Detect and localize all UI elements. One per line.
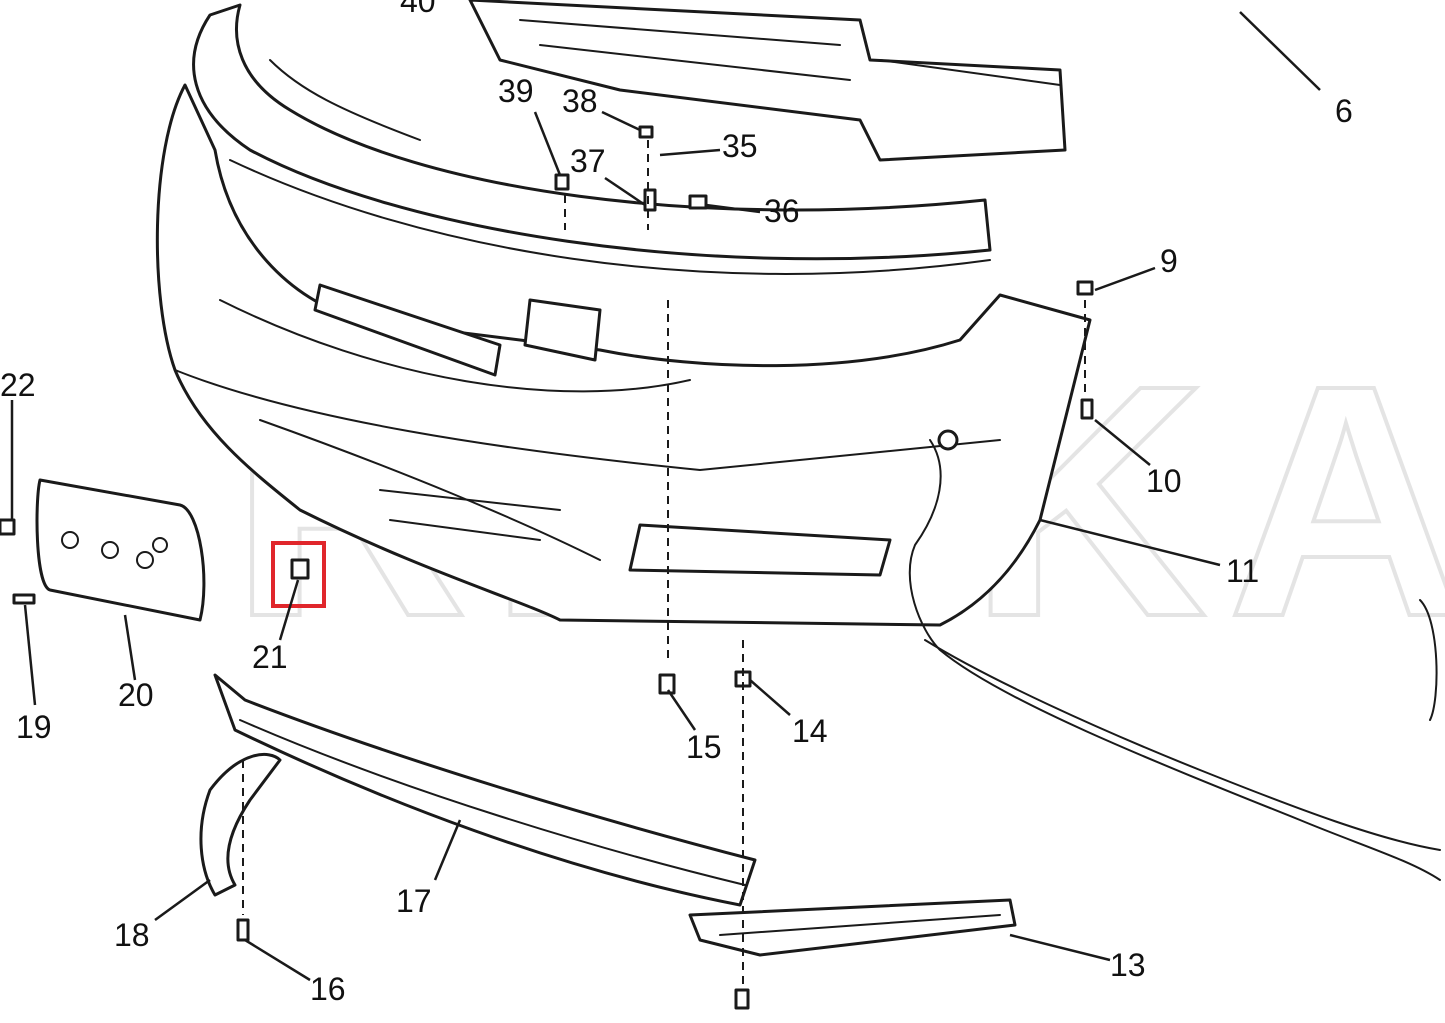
callout-18: 18: [114, 917, 150, 953]
callout-40: 40: [400, 0, 436, 19]
callout-19: 19: [16, 709, 52, 745]
leader-lines: [10, 11, 1321, 982]
callout-14: 14: [792, 713, 828, 749]
air-deflector: [213, 673, 757, 907]
bumper-fascia: [155, 83, 1441, 881]
alignment-lines: [242, 140, 1086, 985]
callout-9: 9: [1160, 243, 1178, 279]
callout-13: 13: [1110, 947, 1146, 983]
callout-38: 38: [562, 83, 598, 119]
callout-10: 10: [1146, 463, 1182, 499]
part-21-highlight: [271, 541, 326, 608]
fasteners: [0, 125, 1094, 1010]
lower-trim: [688, 898, 1017, 957]
lower-bracket: [199, 753, 282, 897]
callout-20: 20: [118, 677, 154, 713]
callout-17: 17: [396, 883, 432, 919]
callout-36: 36: [764, 193, 800, 229]
license-plate-bracket: [35, 478, 206, 622]
callout-16: 16: [310, 971, 346, 1007]
callout-15: 15: [686, 729, 722, 765]
callout-11: 11: [1226, 553, 1259, 589]
upper-fascia: [192, 3, 992, 275]
wiring-harness: [924, 599, 1441, 851]
callout-21: 21: [252, 639, 288, 675]
callout-37: 37: [570, 143, 606, 179]
callout-39: 39: [498, 73, 534, 109]
callout-35: 35: [722, 128, 758, 164]
energy-absorber: [468, 0, 1067, 162]
callout-22: 22: [0, 367, 36, 403]
callouts: 40 6 39 38 37 35 36 9 10 11 22 21 20 19 …: [0, 0, 1353, 1007]
callout-6: 6: [1335, 93, 1353, 129]
